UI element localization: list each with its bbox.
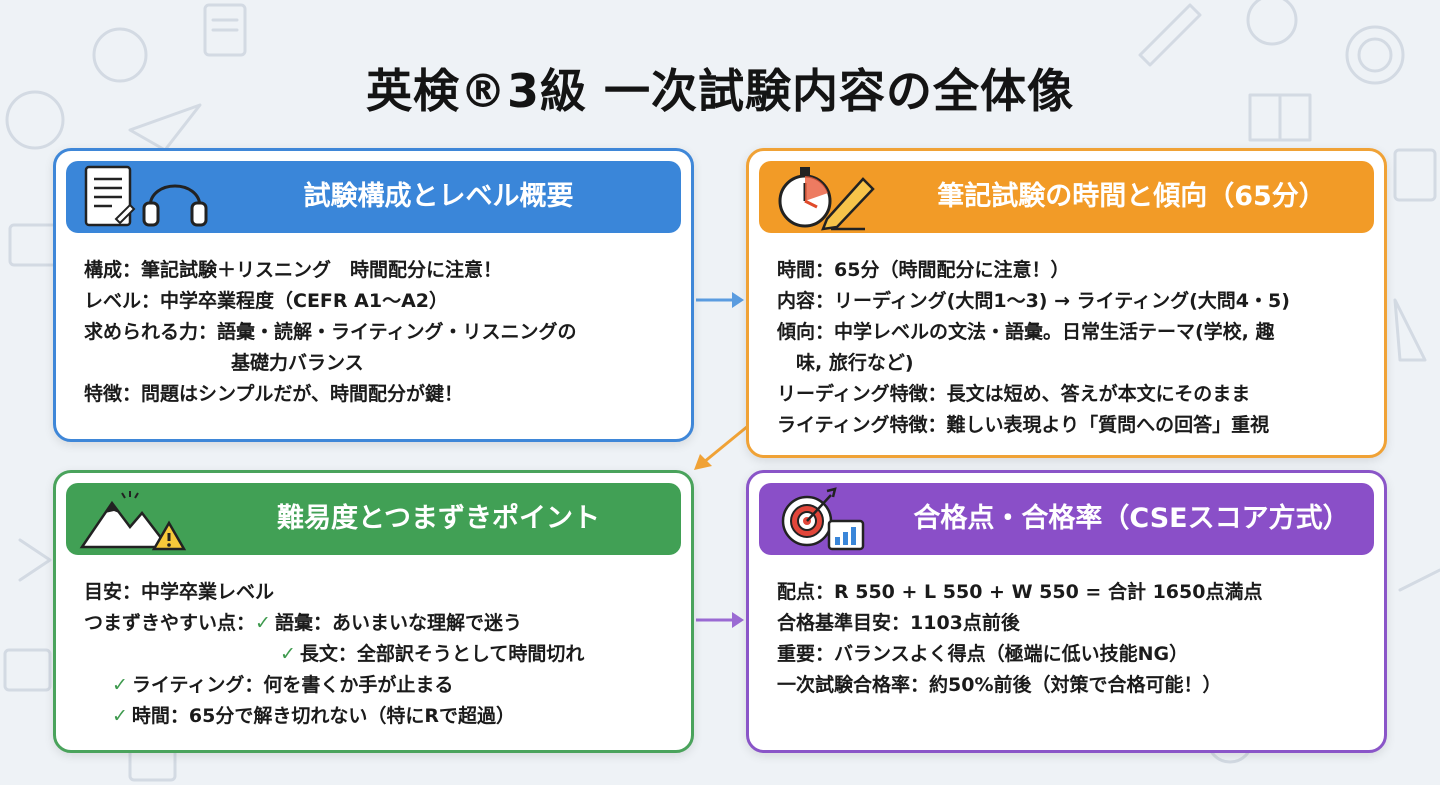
list-item: 内容：リーディング(大問1〜3) → ライティング(大問4・5): [777, 290, 1290, 312]
document-icon: [84, 165, 136, 227]
stumbling-points-label: つまずきやすい点：: [84, 612, 256, 634]
mountain-warning-icon: [79, 491, 187, 551]
card-difficulty-header: 難易度とつまずきポイント: [66, 483, 681, 555]
card-passing-title: 合格点・合格率（CSEスコア方式）: [913, 503, 1350, 534]
card-structure-body: 構成：筆記試験＋リスニング 時間配分に注意！ レベル：中学卒業程度（CEFR A…: [84, 255, 675, 410]
list-item: ✓長文：全部訳そうとして時間切れ: [84, 639, 675, 670]
card-structure: 試験構成とレベル概要 構成：筆記試験＋リスニング 時間配分に注意！ レベル：中学…: [53, 148, 694, 442]
list-item: 合格基準目安：1103点前後: [777, 612, 1020, 634]
list-item: 重要：バランスよく得点（極端に低い技能NG）: [777, 643, 1189, 665]
list-item-text: 語彙：あいまいな理解で迷う: [274, 612, 522, 634]
target-chart-icon: [781, 487, 865, 551]
card-passing-body: 配点：R 550 + L 550 + W 550 = 合計 1650点満点 合格…: [777, 577, 1368, 701]
list-item: 基礎力バランス: [231, 352, 364, 374]
list-item: 構成：筆記試験＋リスニング 時間配分に注意！: [84, 259, 503, 281]
list-item: リーディング特徴：長文は短め、答えが本文にそのまま: [777, 383, 1251, 405]
list-item-text: 長文：全部訳そうとして時間切れ: [299, 643, 585, 665]
document-headphones-icon: [84, 165, 208, 227]
list-item: 特徴：問題はシンプルだが、時間配分が鍵！: [84, 383, 464, 405]
arrow-diagonal: [694, 424, 749, 470]
list-item: ✓ライティング：何を書くか手が止まる: [84, 670, 675, 701]
card-writing-time-body: 時間：65分（時間配分に注意！） 内容：リーディング(大問1〜3) → ライティ…: [777, 255, 1368, 441]
check-icon: ✓: [255, 612, 271, 634]
list-item: 傾向：中学レベルの文法・語彙。日常生活テーマ(学校, 趣: [777, 321, 1275, 343]
list-item: 時間：65分（時間配分に注意！）: [777, 259, 1070, 281]
list-item: つまずきやすい点：✓語彙：あいまいな理解で迷う: [84, 608, 675, 639]
headphones-icon: [142, 184, 208, 227]
arrow-right-bottom: [696, 612, 744, 628]
card-difficulty: 難易度とつまずきポイント 目安：中学卒業レベル つまずきやすい点：✓語彙：あいま…: [53, 470, 694, 753]
check-icon: ✓: [112, 705, 128, 727]
stopwatch-pencil-icon: [778, 167, 875, 231]
check-icon: ✓: [112, 674, 128, 696]
list-item-text: ライティング：何を書くか手が止まる: [131, 674, 454, 696]
list-item: 目安：中学卒業レベル: [84, 581, 275, 603]
card-passing-header: 合格点・合格率（CSEスコア方式）: [759, 483, 1374, 555]
card-passing: 合格点・合格率（CSEスコア方式） 配点：R 550 + L 550 + W 5…: [746, 470, 1387, 753]
card-structure-header: 試験構成とレベル概要: [66, 161, 681, 233]
pencil-icon: [821, 177, 875, 231]
list-item: ✓時間：65分で解き切れない（特にRで超過）: [84, 701, 675, 732]
list-item: 配点：R 550 + L 550 + W 550 = 合計 1650点満点: [777, 581, 1263, 603]
list-item-text: 時間：65分で解き切れない（特にRで超過）: [131, 705, 515, 727]
card-writing-time: 筆記試験の時間と傾向（65分） 時間：65分（時間配分に注意！） 内容：リーディ…: [746, 148, 1387, 458]
list-item: 求められる力：語彙・読解・ライティング・リスニングの: [84, 321, 577, 343]
stopwatch-icon: [778, 167, 832, 228]
arrow-right-top: [696, 292, 744, 308]
page-title: 英検®3級 一次試験内容の全体像: [365, 64, 1075, 118]
list-item: レベル：中学卒業程度（CEFR A1〜A2）: [84, 290, 448, 312]
check-icon: ✓: [280, 643, 296, 665]
list-item: ライティング特徴：難しい表現より「質問への回答」重視: [777, 414, 1270, 436]
card-writing-time-title: 筆記試験の時間と傾向（65分）: [937, 181, 1326, 212]
card-structure-title: 試験構成とレベル概要: [303, 181, 574, 212]
list-item: 味, 旅行など): [796, 352, 914, 374]
card-writing-time-header: 筆記試験の時間と傾向（65分）: [759, 161, 1374, 233]
card-difficulty-title: 難易度とつまずきポイント: [277, 503, 600, 534]
list-item: 一次試験合格率：約50%前後（対策で合格可能！）: [777, 674, 1222, 696]
card-difficulty-body: 目安：中学卒業レベル つまずきやすい点：✓語彙：あいまいな理解で迷う ✓長文：全…: [84, 577, 675, 732]
